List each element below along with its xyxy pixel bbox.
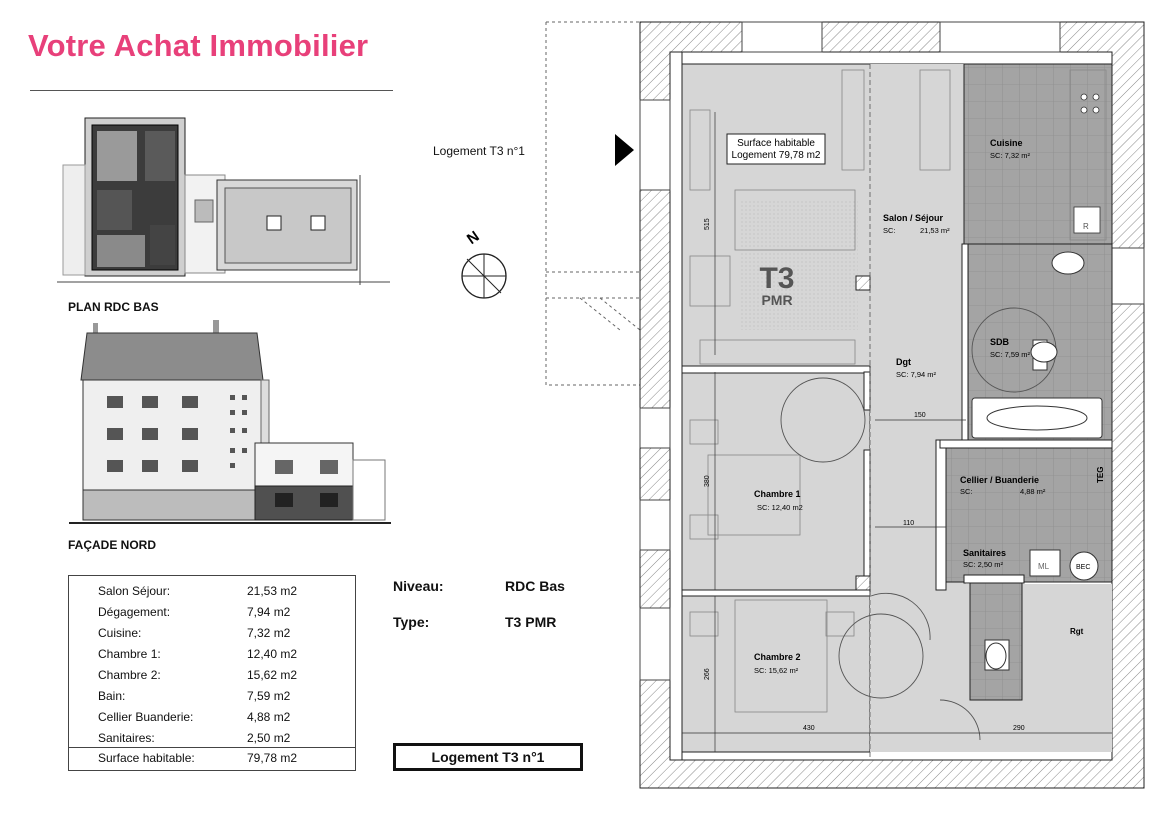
area-label: Cuisine: [98,626,142,640]
room-name-cellier: Cellier / Buanderie [960,475,1039,485]
room-area-sdb: SC: 7,59 m² [990,350,1031,359]
type-label: Type: [393,614,430,630]
main-floor-plan: Surface habitable Logement 79,78 m2 T3 P… [545,21,1145,789]
room-sc-salon: SC: [883,226,896,235]
facade-caption: FAÇADE NORD [68,538,157,552]
ml-label: ML [1038,562,1050,571]
area-value: 21,53 m2 [247,584,298,598]
type-value: T3 PMR [505,614,557,630]
teg-label: TEG [1096,467,1105,483]
room-area-dgt: SC: 7,94 m² [896,370,937,379]
area-value: 7,94 m2 [247,605,291,619]
compass-north-letter: N [464,228,483,248]
area-label: Bain: [98,689,126,703]
plan-caption: PLAN RDC BAS [68,300,159,314]
area-label: Salon Séjour: [98,584,171,598]
surface-box-line2: Logement 79,78 m2 [732,150,821,161]
room-name-salon: Salon / Séjour [883,213,944,223]
area-value: 7,59 m2 [247,689,291,703]
type-badge-t3: T3 [759,262,794,295]
room-sc-cellier: SC: [960,487,973,496]
mini-floor-plan [57,117,390,285]
room-area-chambre2: SC: 15,62 m² [754,666,799,675]
room-area-chambre1: SC: 12,40 m2 [757,503,803,512]
area-label: Dégagement: [98,605,171,619]
rgt-label: Rgt [1070,627,1084,636]
room-area-cuisine: SC: 7,32 m² [990,151,1031,160]
north-compass: N [461,228,507,299]
niveau-label: Niveau: [393,578,444,594]
table-row-total: Surface habitable: 79,78 m2 [69,747,355,765]
area-label: Chambre 2: [98,668,161,682]
room-name-chambre2: Chambre 2 [754,652,801,662]
entrance-arrow-icon [615,134,634,166]
area-label: Cellier Buanderie: [98,710,194,724]
dim-150: 150 [914,412,926,419]
dim-110: 110 [903,520,914,527]
fridge-label: R [1083,222,1089,231]
north-facade-drawing [69,320,391,524]
room-name-chambre1: Chambre 1 [754,489,801,499]
area-label: Sanitaires: [98,731,155,745]
dim-430: 430 [803,725,815,732]
dim-515: 515 [704,218,711,230]
area-value: 4,88 m2 [247,710,291,724]
room-name-dgt: Dgt [896,357,911,367]
room-area-cellier: 4,88 m² [1020,487,1046,496]
dim-380: 380 [704,475,711,487]
bec-label: BEC [1076,564,1090,571]
logement-boxed-title: Logement T3 n°1 [393,743,583,771]
area-label: Chambre 1: [98,647,161,661]
surface-box-line1: Surface habitable [737,138,815,149]
room-name-cuisine: Cuisine [990,138,1023,148]
area-value: 2,50 m2 [247,731,291,745]
area-table: Salon Séjour: 21,53 m2 Dégagement: 7,94 m2… [68,575,356,771]
dim-290: 290 [1013,725,1025,732]
area-value: 79,78 m2 [247,751,298,765]
area-value: 7,32 m2 [247,626,291,640]
page-title: Votre Achat Immobilier [28,28,369,63]
area-value: 12,40 m2 [247,647,298,661]
type-badge-pmr: PMR [761,292,792,308]
room-name-sdb: SDB [990,337,1010,347]
room-area-salon: 21,53 m² [920,226,950,235]
title-divider [30,90,393,91]
dim-266: 266 [704,668,711,680]
room-area-sanitaires: SC: 2,50 m² [963,560,1004,569]
niveau-value: RDC Bas [505,578,565,594]
logement-label: Logement T3 n°1 [433,144,525,158]
area-value: 15,62 m2 [247,668,298,682]
room-name-sanitaires: Sanitaires [963,548,1006,558]
area-label: Surface habitable: [98,751,195,765]
